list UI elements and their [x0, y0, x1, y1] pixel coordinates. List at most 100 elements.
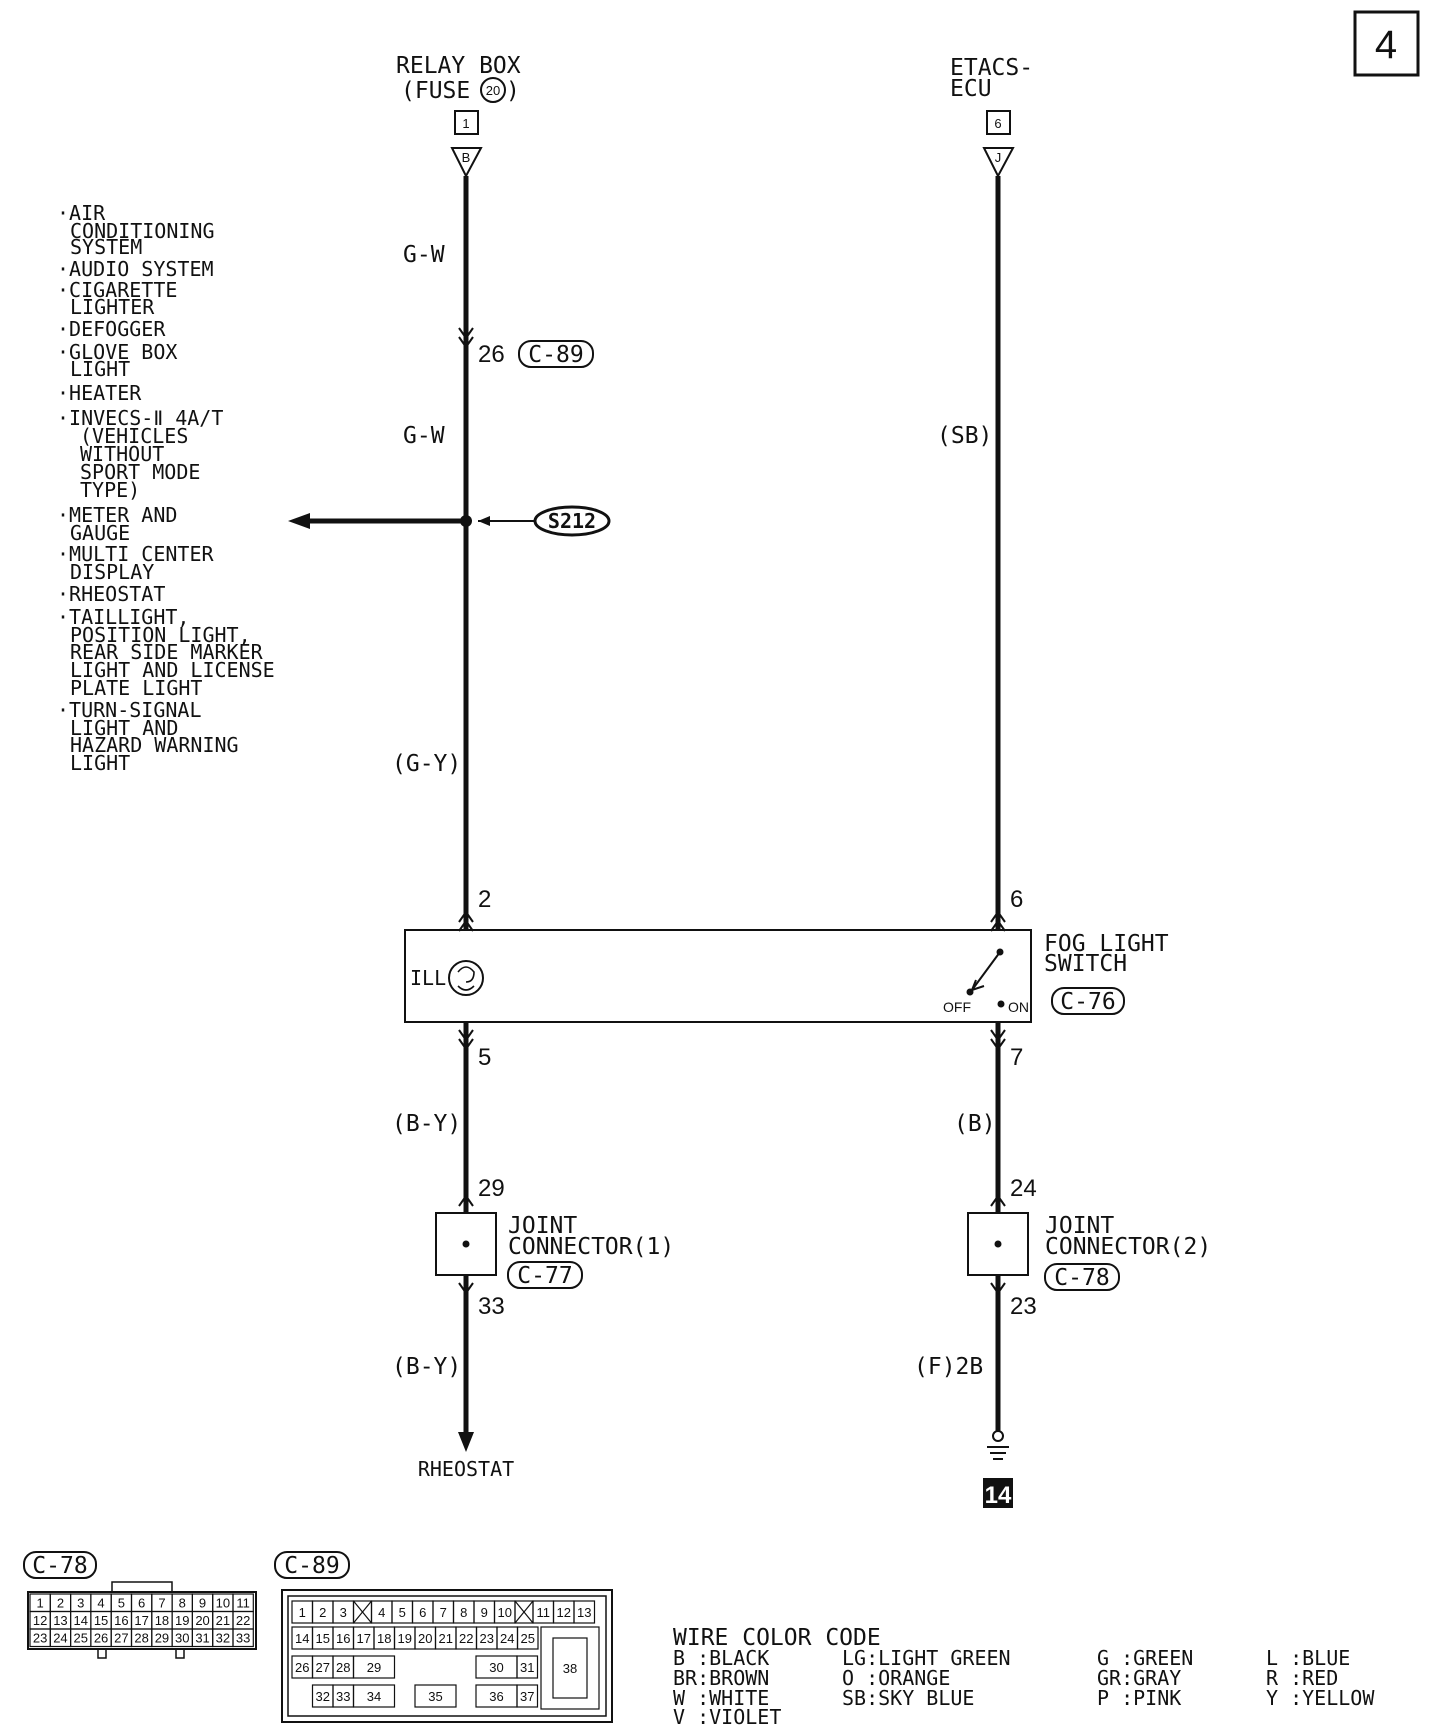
side-list-item: SYSTEM	[70, 235, 142, 259]
side-list-item: ·HEATER	[57, 381, 142, 405]
c89-pin-cell	[352, 1684, 396, 1708]
relay-box-header: RELAY BOX (FUSE 20 ) 1 B	[396, 53, 521, 179]
c89-pin-number: 31	[520, 1660, 534, 1675]
side-list-item: ·TAILLIGHT,	[57, 605, 189, 629]
c89-pin-number: 22	[459, 1631, 473, 1646]
c78-pin-number: 18	[155, 1613, 169, 1628]
c78-pin-number: 20	[195, 1613, 209, 1628]
right-wire: (SB) 6 7 (B) 24 23 (F)2B 14	[914, 176, 1037, 1509]
c89-face-label: C-89	[284, 1553, 339, 1579]
side-list-item: PLATE LIGHT	[70, 676, 202, 700]
c78-pin-number: 27	[114, 1631, 128, 1646]
wire-color-entry: W :WHITE	[673, 1686, 769, 1710]
c89-pin-number: 30	[489, 1660, 503, 1675]
side-list-item: LIGHTER	[70, 295, 155, 319]
wire-color-code-title: WIRE COLOR CODE	[673, 1625, 881, 1651]
c89-pin-number: 16	[336, 1631, 350, 1646]
c89-pin-number: 33	[336, 1689, 350, 1704]
left-wire-color-1: G-W	[403, 242, 445, 268]
c78-face-label: C-78	[32, 1553, 87, 1579]
c89-pin-number: 19	[398, 1631, 412, 1646]
switch-pin-6: 6	[1010, 886, 1023, 913]
relay-box-connector: 1	[462, 116, 469, 131]
c78-pin-number: 8	[179, 1596, 186, 1611]
c78-pin-number: 1	[37, 1596, 44, 1611]
switch-pin-7: 7	[1010, 1044, 1023, 1071]
c89-pin-cell	[540, 1626, 600, 1710]
switch-pin-2: 2	[478, 886, 491, 913]
etacs-ecu-header: ETACS- ECU 6 J	[950, 55, 1033, 179]
c89-pin-number: 28	[336, 1660, 350, 1675]
c78-pin-number: 16	[114, 1613, 128, 1628]
c78-pin-number: 24	[53, 1631, 67, 1646]
side-list-item: ·INVECS-Ⅱ 4A/T	[57, 406, 223, 430]
c89-pin-number: 34	[367, 1689, 381, 1704]
switch-title-1: FOG LIGHT	[1044, 931, 1169, 957]
c78-pin-number: 3	[77, 1596, 84, 1611]
etacs-title-1: ETACS-	[950, 55, 1033, 81]
switch-connector: C-76	[1060, 989, 1115, 1015]
left-wire-color-2: G-W	[403, 423, 445, 449]
side-list-item: HAZARD WARNING	[70, 733, 239, 757]
side-list-item: ·CIGARETTE	[57, 278, 177, 302]
switch-on-label: ON	[1008, 999, 1029, 1015]
c78-pin-number: 25	[74, 1631, 88, 1646]
c89-pin-number: 2	[319, 1605, 326, 1620]
side-list-item: DISPLAY	[70, 560, 154, 584]
side-list-item: (VEHICLES	[80, 424, 188, 448]
joint-connector-1-label: JOINT CONNECTOR(1) C-77	[507, 1213, 674, 1289]
rheostat-label: RHEOSTAT	[418, 1457, 514, 1481]
jc2-pin-out: 23	[1010, 1293, 1037, 1320]
c78-pin-number: 30	[175, 1631, 189, 1646]
c78-pin-number: 22	[236, 1613, 250, 1628]
wire-color-entry: L :BLUE	[1266, 1646, 1350, 1670]
left-wire: S212 G-W 26 C-89 G-W (G-Y) 2 5 (B-Y) 29 …	[288, 176, 611, 1481]
c78-pin-number: 13	[53, 1613, 67, 1628]
c89-pin-number: 1	[299, 1605, 306, 1620]
relay-box-title: RELAY BOX	[396, 53, 521, 79]
c89-pin-number: 21	[439, 1631, 453, 1646]
etacs-connector: 6	[994, 116, 1001, 131]
side-list-item: WITHOUT	[80, 442, 164, 466]
c78-pin-number: 2	[57, 1596, 64, 1611]
c89-pin-cell	[573, 1600, 596, 1624]
side-list-item: ·METER AND	[57, 503, 177, 527]
side-list-item: ·AIR	[57, 201, 106, 225]
c89-pin-number: 9	[481, 1605, 488, 1620]
c78-pin-number: 26	[94, 1631, 108, 1646]
c89-pin-number: 12	[557, 1605, 571, 1620]
c89-pin-number: 27	[316, 1660, 330, 1675]
switch-title-2: SWITCH	[1044, 951, 1127, 977]
c89-pin-number: 18	[377, 1631, 391, 1646]
side-list-item: LIGHT	[70, 357, 130, 381]
side-list-item: ·RHEOSTAT	[57, 582, 165, 606]
c78-pin-number: 10	[216, 1596, 230, 1611]
left-wire-color-4: (B-Y)	[392, 1111, 461, 1137]
wire-color-entry: R :RED	[1266, 1666, 1338, 1690]
wire-color-entry: LG:LIGHT GREEN	[842, 1646, 1011, 1670]
fog-light-switch: ILL OFF ON FOG LIGHT SWITCH C-76	[404, 929, 1169, 1023]
c78-pin-cell	[232, 1628, 254, 1648]
c89-pin-cell	[352, 1655, 396, 1679]
c89-pin-cell	[414, 1684, 457, 1708]
c89-connector-label: C-89	[528, 342, 583, 368]
side-list-item: ·MULTI CENTER	[57, 542, 214, 566]
c89-pin-number: 15	[316, 1631, 330, 1646]
jc1-title-1: JOINT	[508, 1213, 577, 1239]
side-list-item: SPORT MODE	[80, 460, 200, 484]
right-wire-color-3: (F)2B	[914, 1354, 983, 1380]
wire-color-entry: V :VIOLET	[673, 1705, 781, 1728]
c78-pin-number: 14	[74, 1613, 88, 1628]
wire-color-entry: G :GREEN	[1097, 1646, 1193, 1670]
c78-pin-number: 23	[33, 1631, 47, 1646]
c78-pin-number: 6	[138, 1596, 145, 1611]
c78-pin-number: 11	[236, 1596, 250, 1611]
switch-pin-5: 5	[478, 1044, 491, 1071]
fuse-number: 20	[486, 83, 500, 98]
c89-pin-number: 7	[440, 1605, 447, 1620]
c89-pin-number: 6	[419, 1605, 426, 1620]
c78-pin-number: 15	[94, 1613, 108, 1628]
c89-pin-number: 24	[500, 1631, 514, 1646]
